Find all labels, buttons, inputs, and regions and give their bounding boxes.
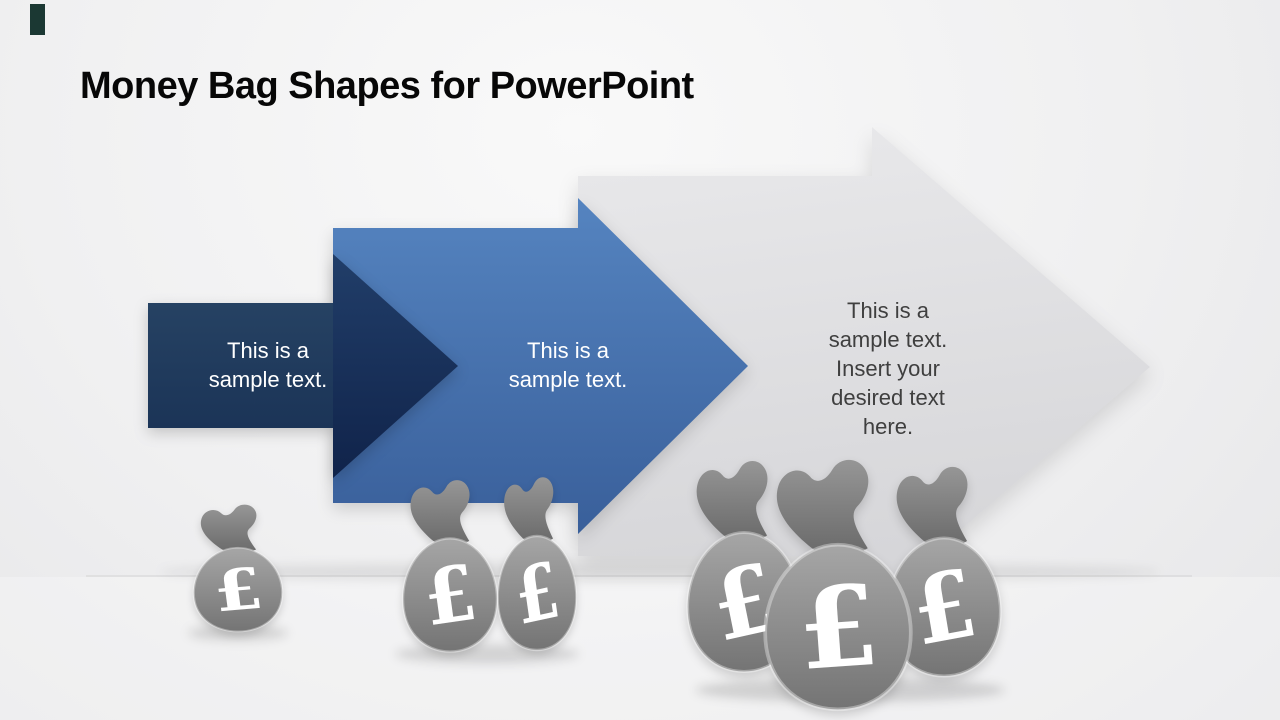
arrow-step-1 [148, 254, 458, 478]
money-bag-icon: £ [401, 480, 499, 653]
arrow-step-2-label: This is a sample text. [508, 338, 628, 392]
arrow-step-1-label: This is a sample text. [208, 338, 328, 392]
pound-symbol: £ [209, 555, 266, 625]
ground-shadows [160, 562, 1160, 702]
money-bag-group-medium: £ £ [401, 477, 578, 653]
arrow-step-2-shape [333, 198, 748, 534]
money-bag-icon: £ [763, 459, 913, 712]
money-bag-icon: £ [496, 477, 578, 652]
pound-symbol: £ [793, 560, 882, 695]
pound-symbol: £ [418, 547, 481, 644]
money-bag-icon: £ [886, 466, 1002, 678]
corner-accent [30, 4, 45, 35]
arrow-step-1-body [148, 303, 334, 428]
money-bag-group-large: £ £ £ [686, 459, 1002, 712]
slide-title: Money Bag Shapes for PowerPoint [80, 65, 694, 108]
money-bag-icon: £ [192, 504, 284, 633]
arrow-step-2 [333, 198, 748, 534]
money-bag-group-small: £ [192, 504, 284, 633]
arrow-step-3-label: This is a sample text. Insert your desir… [828, 297, 948, 439]
arrow-step-1-head [333, 254, 458, 478]
